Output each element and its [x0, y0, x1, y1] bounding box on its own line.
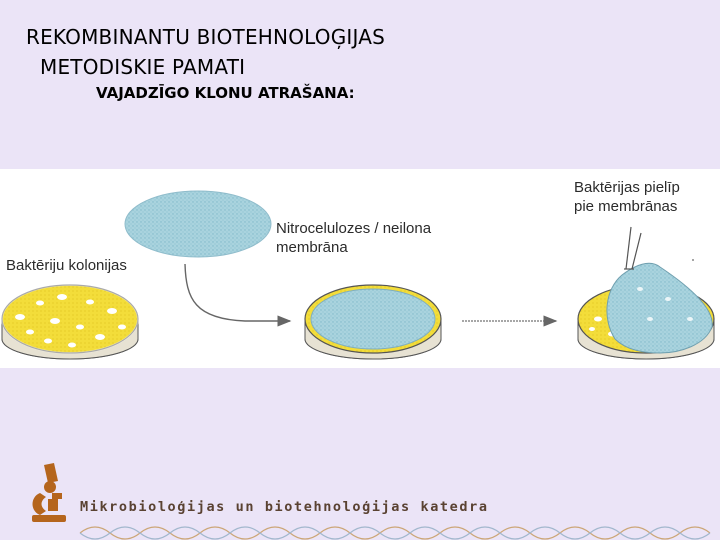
slide-subtitle: VAJADZĪGO KLONU ATRAŠANA:	[96, 84, 355, 102]
label-transfer-line1: Baktērijas pielīp	[574, 179, 680, 196]
membrane-disc	[124, 190, 272, 258]
petri-dish-membrane	[304, 284, 442, 360]
forceps-icon	[624, 226, 642, 270]
label-membrane: Nitrocelulozes / neilona membrāna	[276, 219, 431, 257]
curved-arrow	[184, 263, 292, 327]
label-transfer: Baktērijas pielīp pie membrānas	[574, 178, 680, 216]
label-membrane-line2: membrāna	[276, 239, 348, 256]
microscope-icon	[32, 463, 66, 522]
slide-title: REKOMBINANTU BIOTEHNOLOĢIJAS METODISKIE …	[26, 22, 385, 82]
footer: Mikrobioloģijas un biotehnoloģijas kated…	[0, 455, 720, 540]
footer-graphics	[32, 463, 711, 540]
petri-dish-peeling	[577, 226, 715, 360]
label-membrane-line1: Nitrocelulozes / neilona	[276, 220, 432, 237]
title-line-2: METODISKIE PAMATI	[40, 55, 246, 79]
dna-strip	[79, 526, 711, 540]
title-line-1: REKOMBINANTU BIOTEHNOLOĢIJAS	[26, 25, 386, 49]
colony-blot-figure: Nitrocelulozes / neilona membrāna Baktēr…	[0, 169, 720, 368]
label-transfer-line2: pie membrānas	[574, 198, 678, 215]
label-colonies: Baktēriju kolonijas	[6, 257, 127, 274]
peeled-membrane	[606, 262, 713, 354]
petri-dish-colonies	[1, 284, 139, 360]
figure-drawing	[1, 190, 715, 360]
department-name: Mikrobioloģijas un biotehnoloģijas kated…	[80, 499, 489, 515]
